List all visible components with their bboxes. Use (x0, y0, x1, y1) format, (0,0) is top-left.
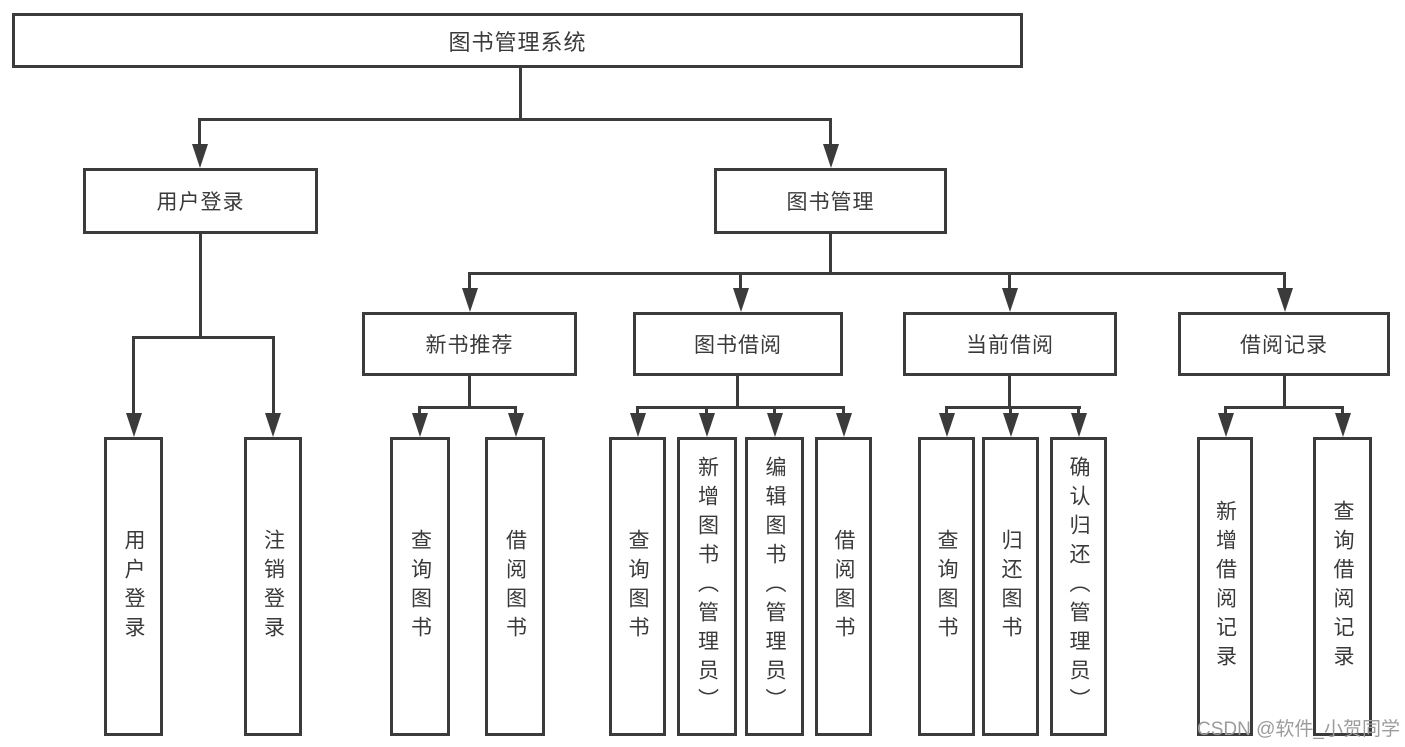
leaf-edit-book-admin: 编辑图书（管理员） (745, 437, 804, 736)
leaf-add-borrow-record: 新增借阅记录 (1197, 437, 1253, 736)
watermark: CSDN @软件_小贺同学 (1197, 719, 1400, 740)
leaf-confirm-return-admin-label: 确认归还（管理员） (1067, 456, 1090, 717)
connector-line (468, 272, 471, 290)
connector-line (945, 406, 948, 415)
connector-line (1008, 272, 1011, 290)
leaf-borrow-book: 借阅图书 (815, 437, 872, 736)
arrow-down-icon (508, 413, 524, 437)
connector-line (636, 406, 639, 415)
leaf-user-login: 用户登录 (104, 437, 163, 736)
connector-line (1283, 376, 1286, 406)
connector-line (736, 376, 739, 406)
node-root-label: 图书管理系统 (448, 29, 587, 55)
connector-line (468, 376, 471, 406)
leaf-recommend-borrow-book-label: 借阅图书 (503, 528, 527, 645)
leaf-query-borrow-record-label: 查询借阅记录 (1331, 499, 1354, 674)
node-book-management-label: 图书管理 (786, 191, 875, 214)
connector-line (468, 272, 1286, 275)
connector-line (132, 336, 275, 339)
connector-line (1283, 272, 1286, 290)
leaf-recommend-query-book: 查询图书 (390, 437, 450, 736)
connector-line (519, 68, 522, 118)
leaf-recommend-borrow-book: 借阅图书 (485, 437, 545, 736)
leaf-query-borrow-record: 查询借阅记录 (1313, 437, 1372, 736)
arrow-down-icon (1335, 413, 1351, 437)
connector-line (1009, 406, 1012, 415)
connector-line (1077, 406, 1080, 415)
connector-line (1341, 406, 1344, 415)
node-root: 图书管理系统 (12, 13, 1023, 68)
leaf-add-borrow-record-label: 新增借阅记录 (1213, 499, 1237, 674)
node-book-borrow-label: 图书借阅 (694, 334, 782, 357)
arrow-down-icon (412, 413, 428, 437)
leaf-logout-label: 注销登录 (261, 528, 285, 645)
node-current-borrow: 当前借阅 (903, 312, 1117, 376)
connector-line (705, 406, 708, 415)
leaf-return-book: 归还图书 (982, 437, 1039, 736)
connector-line (272, 336, 275, 414)
leaf-current-query-book: 查询图书 (918, 437, 975, 736)
arrow-down-icon (462, 288, 478, 312)
connector-line (945, 406, 1081, 409)
arrow-down-icon (733, 288, 749, 312)
leaf-add-book-admin: 新增图书（管理员） (677, 437, 737, 736)
arrow-down-icon (630, 413, 646, 437)
connector-line (418, 406, 421, 415)
connector-line (418, 406, 517, 409)
arrow-down-icon (767, 413, 783, 437)
node-borrow-record: 借阅记录 (1178, 312, 1390, 376)
connector-line (829, 118, 832, 146)
leaf-current-query-book-label: 查询图书 (935, 528, 958, 645)
leaf-add-book-admin-label: 新增图书（管理员） (695, 456, 719, 717)
connector-line (132, 336, 135, 414)
arrow-down-icon (939, 413, 955, 437)
leaf-logout: 注销登录 (244, 437, 302, 736)
arrow-down-icon (823, 144, 839, 168)
node-new-book-recommend: 新书推荐 (362, 312, 577, 376)
leaf-return-book-label: 归还图书 (999, 528, 1022, 645)
leaf-borrow-query-book: 查询图书 (609, 437, 666, 736)
connector-line (199, 234, 202, 336)
arrow-down-icon (126, 413, 142, 437)
node-book-borrow: 图书借阅 (633, 312, 843, 376)
arrow-down-icon (836, 413, 852, 437)
node-new-book-recommend-label: 新书推荐 (425, 334, 514, 357)
connector-line (1224, 406, 1227, 415)
connector-line (1224, 406, 1344, 409)
arrow-down-icon (1277, 288, 1293, 312)
arrow-down-icon (1218, 413, 1234, 437)
connector-line (514, 406, 517, 415)
node-borrow-record-label: 借阅记录 (1240, 334, 1328, 357)
node-user-login: 用户登录 (83, 168, 318, 234)
connector-line (773, 406, 776, 415)
connector-line (829, 234, 832, 272)
node-current-borrow-label: 当前借阅 (966, 334, 1054, 357)
connector-line (739, 272, 742, 290)
connector-line (842, 406, 845, 415)
leaf-borrow-book-label: 借阅图书 (832, 528, 855, 645)
connector-line (198, 118, 201, 146)
connector-line (636, 406, 845, 409)
node-book-management: 图书管理 (714, 168, 947, 234)
leaf-confirm-return-admin: 确认归还（管理员） (1050, 437, 1107, 736)
arrow-down-icon (1002, 288, 1018, 312)
leaf-user-login-label: 用户登录 (122, 528, 145, 645)
arrow-down-icon (1071, 413, 1087, 437)
leaf-recommend-query-book-label: 查询图书 (408, 528, 432, 645)
node-user-login-label: 用户登录 (156, 191, 245, 214)
leaf-edit-book-admin-label: 编辑图书（管理员） (763, 456, 786, 717)
connector-line (198, 118, 832, 121)
arrow-down-icon (699, 413, 715, 437)
leaf-borrow-query-book-label: 查询图书 (626, 528, 649, 645)
connector-line (1008, 376, 1011, 406)
arrow-down-icon (192, 144, 208, 168)
arrow-down-icon (1003, 413, 1019, 437)
arrow-down-icon (265, 413, 281, 437)
